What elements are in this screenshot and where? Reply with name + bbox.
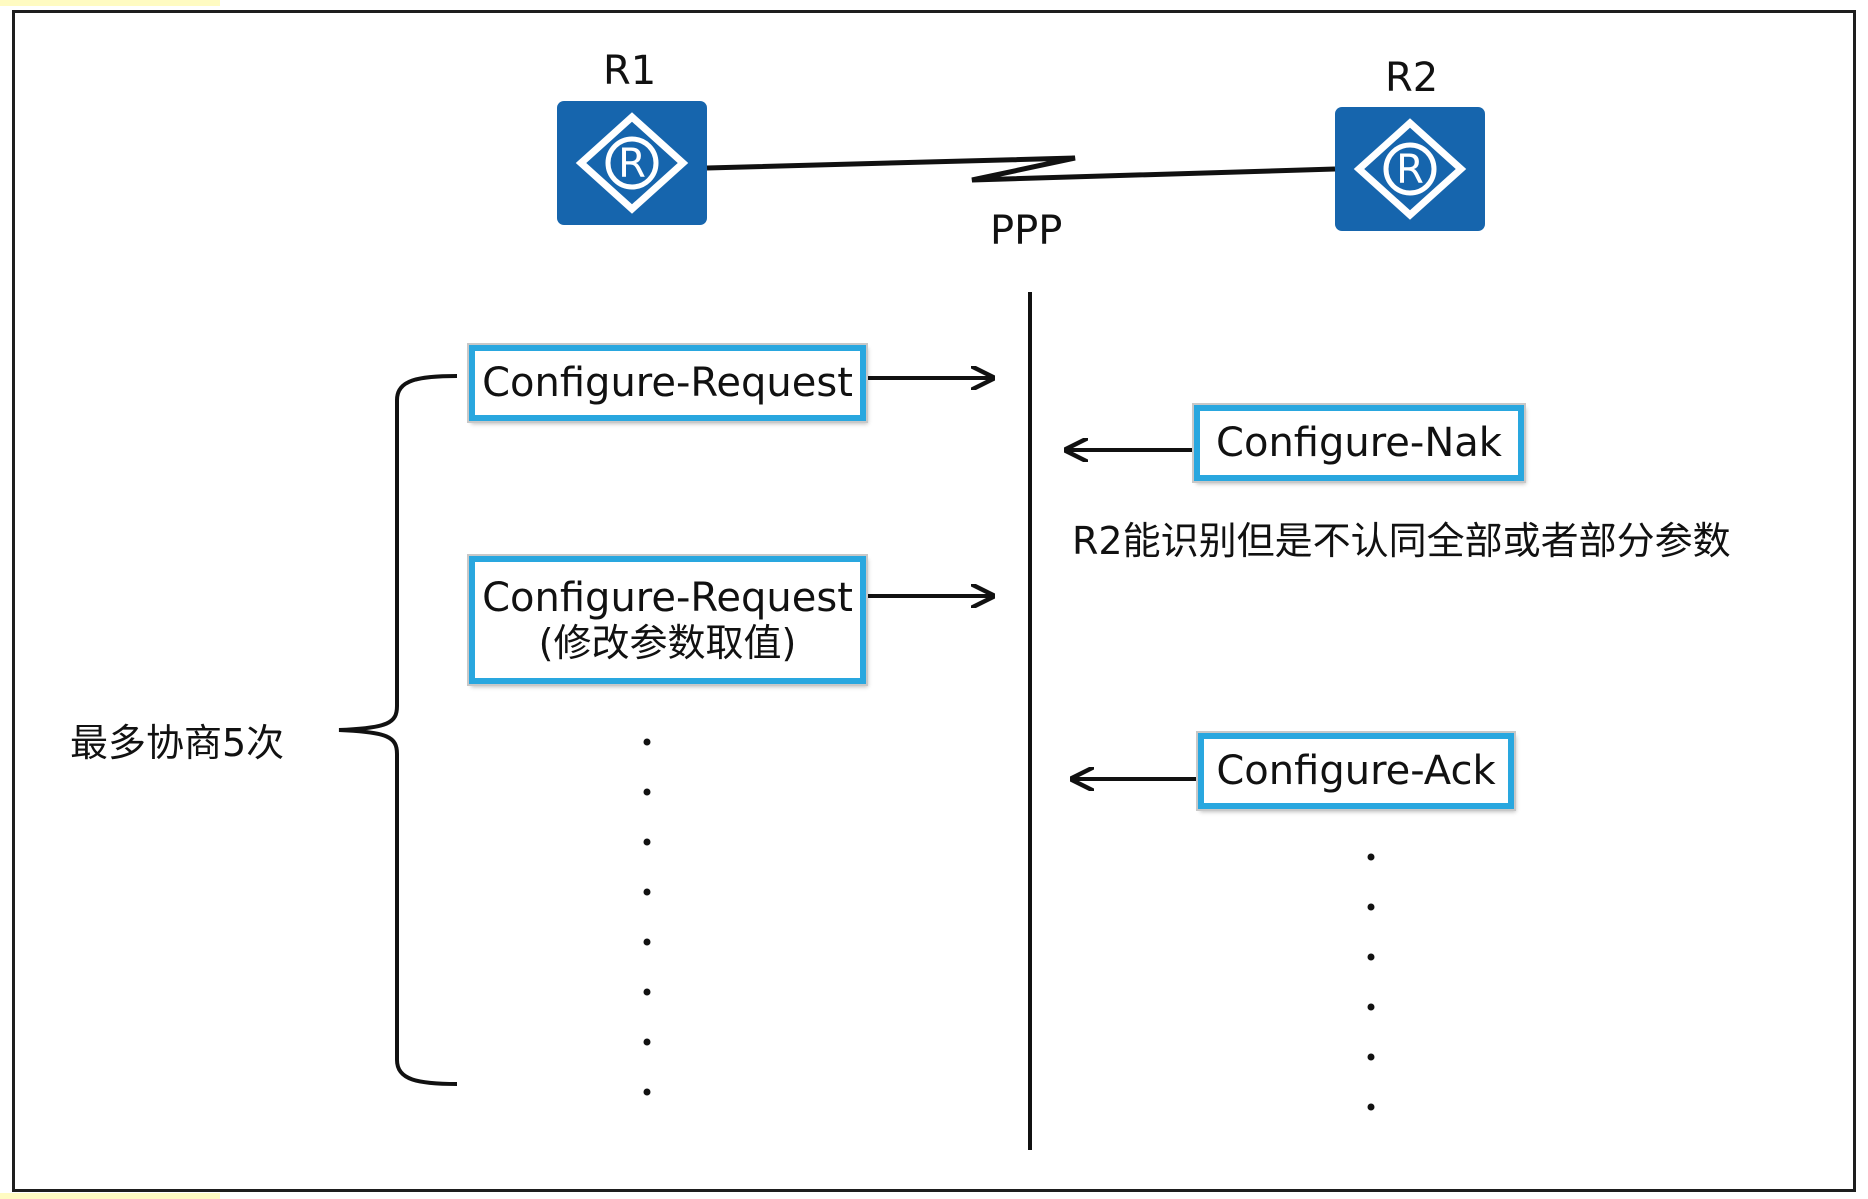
router-r2-icon: R (1335, 107, 1485, 231)
ppp-serial-link (706, 155, 1336, 183)
svg-text:R: R (618, 141, 646, 187)
diagram-frame (12, 10, 1856, 1192)
router-r2-label: R2 (1385, 55, 1439, 101)
configure-request-label-2: Configure-Request (482, 575, 853, 621)
nak-explanation-note: R2能识别但是不认同全部或者部分参数 (1072, 519, 1731, 563)
max-negotiation-label: 最多协商5次 (70, 721, 285, 765)
configure-ack-label: Configure-Ack (1216, 748, 1496, 794)
svg-text:R: R (1396, 147, 1424, 193)
router-r1-label: R1 (603, 48, 657, 94)
configure-request-box-1: Configure-Request (467, 343, 868, 423)
yellow-mark-bottom (0, 1193, 220, 1199)
yellow-mark-top (0, 0, 220, 6)
configure-request-label-1: Configure-Request (482, 360, 853, 406)
configure-ack-box: Configure-Ack (1196, 731, 1516, 811)
ppp-link-label: PPP (990, 208, 1063, 254)
left-ellipsis-dots (643, 738, 651, 1096)
configure-nak-box: Configure-Nak (1192, 403, 1526, 483)
modify-params-label: (修改参数取值) (538, 621, 797, 665)
right-ellipsis-dots (1367, 853, 1375, 1111)
router-r1-icon: R (557, 101, 707, 225)
configure-request-box-2: Configure-Request (修改参数取值) (467, 554, 868, 686)
curly-brace (338, 374, 458, 1086)
configure-nak-label: Configure-Nak (1216, 420, 1502, 466)
